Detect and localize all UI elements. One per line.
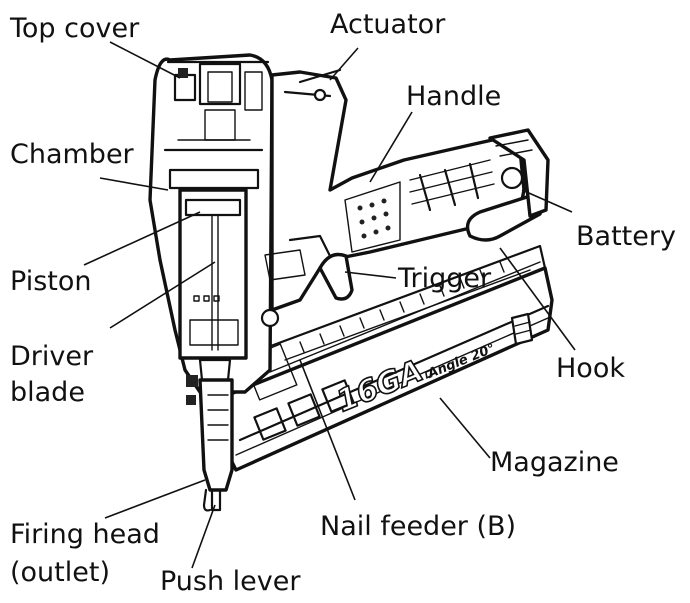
label-firing-head-line1: Firing head xyxy=(10,519,160,550)
label-battery: Battery xyxy=(576,221,676,252)
label-nail-feeder: Nail feeder (B) xyxy=(320,511,517,542)
label-firing-head-line2: (outlet) xyxy=(10,557,110,588)
label-driver-blade-line1: Driver xyxy=(10,341,94,372)
label-piston: Piston xyxy=(10,266,92,297)
label-top-cover: Top cover xyxy=(10,13,140,44)
nose-assembly xyxy=(186,375,234,512)
label-actuator: Actuator xyxy=(330,9,446,40)
label-handle: Handle xyxy=(406,81,502,112)
label-hook: Hook xyxy=(556,353,625,384)
label-push-lever: Push lever xyxy=(160,566,301,597)
label-magazine: Magazine xyxy=(490,447,619,478)
hook-part xyxy=(510,312,534,346)
label-trigger: Trigger xyxy=(398,263,492,294)
cylinder-housing xyxy=(148,53,274,394)
label-chamber: Chamber xyxy=(10,139,134,170)
handle-grip xyxy=(260,68,544,328)
label-driver-blade-line2: blade xyxy=(10,377,85,408)
leader-lines xyxy=(83,41,576,569)
